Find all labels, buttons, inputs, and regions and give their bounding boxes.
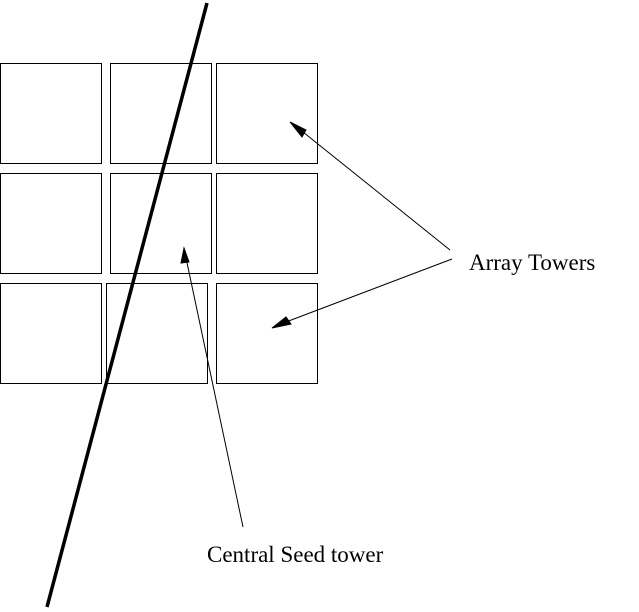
tower-r2-c1 (0, 173, 102, 274)
tower-r3-c1 (0, 283, 102, 384)
tower-r2-c3 (216, 173, 318, 274)
array-towers-label: Array Towers (469, 250, 595, 275)
central-seed-leader (180, 246, 244, 528)
tower-r1-c2 (110, 63, 212, 164)
array-towers-arrowhead-upper (289, 121, 307, 138)
array-towers-leader-lower (285, 258, 453, 323)
tower-grid (0, 63, 318, 384)
central-seed-tower-label: Central Seed tower (207, 542, 384, 567)
tower-r2-c2-central-seed (110, 173, 212, 274)
central-seed-leader-line (185, 257, 244, 528)
array-towers-arrowhead-lower (271, 316, 292, 329)
array-towers-leaders (271, 121, 453, 329)
tower-r3-c3 (216, 283, 318, 384)
array-towers-leader-upper (297, 127, 451, 251)
tower-r3-c2 (106, 283, 208, 384)
tower-r1-c3 (216, 63, 318, 164)
diagonal-line (45, 2, 209, 608)
central-seed-arrowhead (180, 246, 190, 264)
tower-r1-c1 (0, 63, 102, 164)
